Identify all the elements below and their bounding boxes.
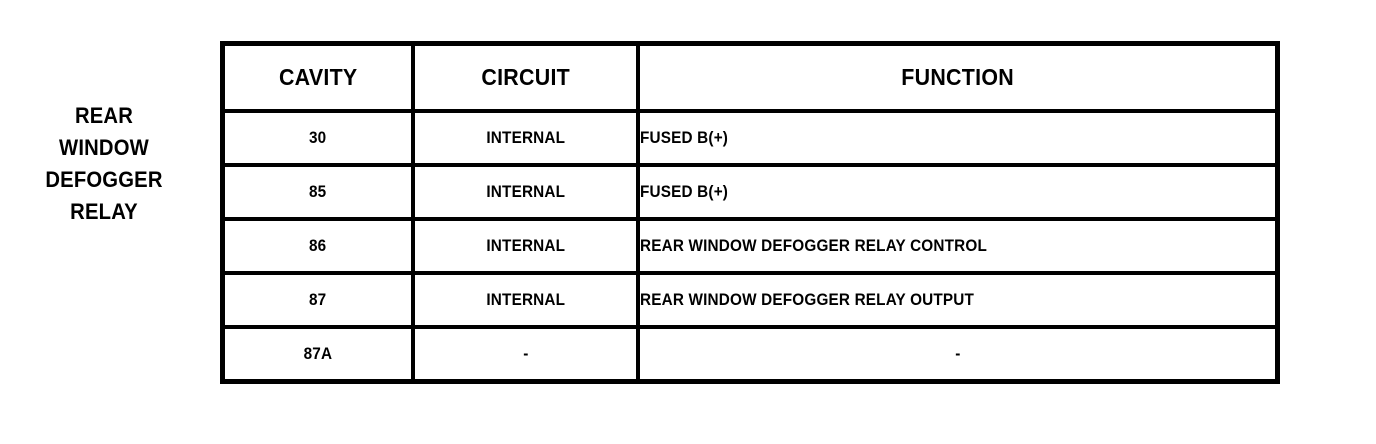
cell-cavity-value: 87 bbox=[309, 290, 327, 309]
cell-function-value: FUSED B(+) bbox=[640, 182, 729, 201]
cell-circuit-value: INTERNAL bbox=[486, 128, 565, 147]
table-header-row: CAVITY CIRCUIT FUNCTION bbox=[221, 42, 1279, 113]
cell-function: REAR WINDOW DEFOGGER RELAY CONTROL bbox=[636, 217, 1279, 275]
table-row: 87A - - bbox=[221, 325, 1279, 383]
cell-cavity: 87 bbox=[221, 271, 415, 329]
cell-circuit-value: INTERNAL bbox=[486, 236, 565, 255]
table-body: 30 INTERNAL FUSED B(+) 85 INTERNAL FUSED… bbox=[221, 109, 1279, 383]
cell-cavity: 87A bbox=[221, 325, 415, 383]
component-label-line-4: RELAY bbox=[70, 199, 138, 224]
cell-function: FUSED B(+) bbox=[636, 163, 1279, 221]
column-header-circuit-label: CIRCUIT bbox=[481, 64, 570, 90]
table-row: 87 INTERNAL REAR WINDOW DEFOGGER RELAY O… bbox=[221, 271, 1279, 329]
cell-cavity-value: 87A bbox=[303, 344, 333, 363]
cell-function: - bbox=[636, 325, 1279, 383]
cell-cavity-value: 86 bbox=[309, 236, 327, 255]
connector-pinout-table: CAVITY CIRCUIT FUNCTION 30 INTERNAL bbox=[221, 42, 1279, 383]
cell-circuit: - bbox=[411, 325, 640, 383]
column-header-function-label: FUNCTION bbox=[901, 64, 1014, 90]
cell-circuit-value: - bbox=[522, 344, 529, 363]
column-header-cavity-label: CAVITY bbox=[278, 64, 358, 90]
cell-function: FUSED B(+) bbox=[636, 109, 1279, 167]
table-row: 85 INTERNAL FUSED B(+) bbox=[221, 163, 1279, 221]
table-header: CAVITY CIRCUIT FUNCTION bbox=[221, 42, 1279, 113]
cell-function: REAR WINDOW DEFOGGER RELAY OUTPUT bbox=[636, 271, 1279, 329]
cell-circuit-value: INTERNAL bbox=[486, 290, 565, 309]
cell-cavity-value: 30 bbox=[309, 128, 327, 147]
cell-function-value: FUSED B(+) bbox=[640, 128, 729, 147]
cell-function-value: REAR WINDOW DEFOGGER RELAY CONTROL bbox=[640, 236, 987, 255]
component-label-line-3: DEFOGGER bbox=[45, 167, 163, 192]
cell-circuit-value: INTERNAL bbox=[486, 182, 565, 201]
table-row: 86 INTERNAL REAR WINDOW DEFOGGER RELAY C… bbox=[221, 217, 1279, 275]
cell-circuit: INTERNAL bbox=[411, 163, 640, 221]
component-label-line-2: WINDOW bbox=[59, 135, 149, 160]
cell-function-value: - bbox=[954, 344, 961, 363]
component-label-line-1: REAR bbox=[74, 103, 134, 128]
column-header-circuit: CIRCUIT bbox=[411, 42, 640, 113]
cell-cavity-value: 85 bbox=[309, 182, 327, 201]
cell-circuit: INTERNAL bbox=[411, 217, 640, 275]
cell-cavity: 86 bbox=[221, 217, 415, 275]
column-header-function: FUNCTION bbox=[636, 42, 1279, 113]
table-row: 30 INTERNAL FUSED B(+) bbox=[221, 109, 1279, 167]
cell-circuit: INTERNAL bbox=[411, 109, 640, 167]
column-header-cavity: CAVITY bbox=[221, 42, 415, 113]
cell-cavity: 30 bbox=[221, 109, 415, 167]
cell-circuit: INTERNAL bbox=[411, 271, 640, 329]
cell-cavity: 85 bbox=[221, 163, 415, 221]
cell-function-value: REAR WINDOW DEFOGGER RELAY OUTPUT bbox=[640, 290, 975, 309]
component-label: REAR WINDOW DEFOGGER RELAY bbox=[8, 100, 199, 228]
